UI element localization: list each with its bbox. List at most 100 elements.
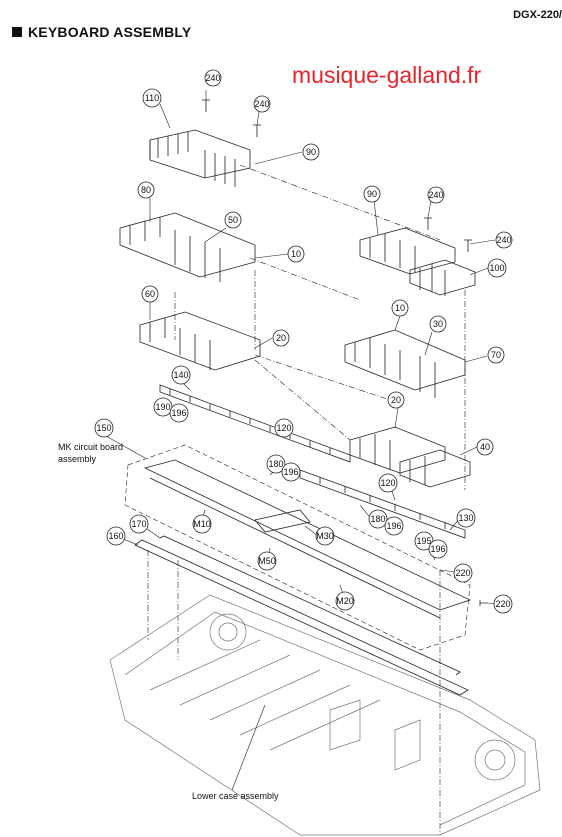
callout-240-c: 240 bbox=[427, 186, 445, 204]
lower-case-assembly-label: Lower case assembly bbox=[192, 791, 279, 801]
callout-m20: M20 bbox=[335, 591, 355, 611]
svg-text:140: 140 bbox=[173, 370, 188, 380]
svg-text:M10: M10 bbox=[193, 519, 211, 529]
mk-circuit-board-label-line2: assembly bbox=[58, 454, 97, 464]
svg-text:130: 130 bbox=[458, 513, 473, 523]
svg-text:100: 100 bbox=[489, 263, 504, 273]
callout-220-b: 220 bbox=[493, 594, 513, 614]
callout-80: 80 bbox=[137, 181, 155, 199]
svg-text:40: 40 bbox=[480, 442, 490, 452]
callout-240-d: 240 bbox=[495, 231, 513, 249]
white-key-group-10 bbox=[344, 329, 466, 398]
svg-text:160: 160 bbox=[108, 531, 123, 541]
white-key-group-20 bbox=[349, 426, 446, 474]
rubber-contact-strip-120b bbox=[299, 469, 466, 539]
lower-case-assembly bbox=[109, 594, 541, 836]
svg-text:10: 10 bbox=[395, 303, 405, 313]
rubber-contact-strip-120a bbox=[159, 384, 351, 463]
svg-text:M20: M20 bbox=[336, 596, 354, 606]
callout-130: 130 bbox=[456, 508, 476, 528]
svg-text:240: 240 bbox=[428, 190, 443, 200]
callout-20-b: 20 bbox=[387, 391, 405, 409]
callout-180-a: 180 bbox=[266, 454, 286, 474]
svg-text:60: 60 bbox=[145, 289, 155, 299]
callout-220-a: 220 bbox=[453, 563, 473, 583]
svg-text:190: 190 bbox=[155, 402, 170, 412]
callout-120-b: 120 bbox=[378, 473, 398, 493]
model-number: DGX-220/ bbox=[513, 9, 562, 21]
svg-text:180: 180 bbox=[268, 459, 283, 469]
svg-text:110: 110 bbox=[145, 93, 159, 103]
svg-text:195: 195 bbox=[416, 536, 431, 546]
svg-text:M50: M50 bbox=[258, 556, 276, 566]
svg-text:180: 180 bbox=[370, 514, 385, 524]
callout-10-b: 10 bbox=[391, 299, 409, 317]
callout-120-a: 120 bbox=[274, 418, 294, 438]
white-key-group-60 bbox=[139, 311, 261, 371]
callout-70: 70 bbox=[487, 346, 505, 364]
svg-text:150: 150 bbox=[96, 423, 111, 433]
callout-140: 140 bbox=[171, 365, 191, 385]
svg-text:10: 10 bbox=[291, 249, 301, 259]
callout-30: 30 bbox=[429, 315, 447, 333]
svg-text:20: 20 bbox=[276, 333, 286, 343]
svg-text:M30: M30 bbox=[316, 531, 334, 541]
leader-lines bbox=[105, 90, 496, 791]
callout-90-b: 90 bbox=[363, 185, 381, 203]
callout-110: 110 bbox=[142, 88, 162, 108]
section-title-text: KEYBOARD ASSEMBLY bbox=[28, 24, 192, 40]
mk-board-dashed-outline bbox=[124, 444, 471, 651]
alignment-lines bbox=[147, 164, 466, 835]
callout-90-a: 90 bbox=[302, 143, 320, 161]
callout-m50: M50 bbox=[257, 551, 277, 571]
svg-text:90: 90 bbox=[367, 189, 377, 199]
callout-10-a: 10 bbox=[287, 245, 305, 263]
callout-60: 60 bbox=[141, 285, 159, 303]
screw-icons bbox=[202, 99, 488, 606]
section-title: KEYBOARD ASSEMBLY bbox=[12, 24, 191, 40]
svg-text:196: 196 bbox=[171, 408, 186, 418]
callout-190-a: 190 bbox=[153, 397, 173, 417]
svg-text:30: 30 bbox=[433, 319, 443, 329]
callout-m30: M30 bbox=[315, 526, 335, 546]
svg-text:220: 220 bbox=[495, 599, 510, 609]
mk-circuit-board bbox=[143, 459, 472, 619]
callout-196-b: 196 bbox=[281, 462, 301, 482]
callout-50: 50 bbox=[224, 211, 242, 229]
svg-text:80: 80 bbox=[141, 185, 151, 195]
watermark-text: musique-galland.fr bbox=[292, 62, 482, 88]
callout-196-a: 196 bbox=[169, 403, 189, 423]
white-key-group-100 bbox=[409, 259, 476, 296]
svg-text:196: 196 bbox=[283, 467, 298, 477]
callout-240-b: 240 bbox=[253, 95, 271, 113]
mk-circuit-board-label-line1: MK circuit board bbox=[58, 442, 123, 452]
svg-text:196: 196 bbox=[430, 544, 445, 554]
callout-240-a: 240 bbox=[204, 69, 222, 87]
svg-text:120: 120 bbox=[276, 423, 291, 433]
callout-160: 160 bbox=[106, 526, 126, 546]
svg-text:196: 196 bbox=[386, 521, 401, 531]
svg-text:220: 220 bbox=[455, 568, 470, 578]
felt-strip-170 bbox=[159, 535, 461, 676]
callout-layer: 240 240 110 90 80 50 10 90 240 240 100 6… bbox=[94, 69, 513, 614]
callout-195: 195 bbox=[414, 531, 434, 551]
svg-text:50: 50 bbox=[228, 215, 238, 225]
white-key-group-110 bbox=[149, 129, 251, 187]
felt-strip-160 bbox=[134, 539, 469, 696]
svg-text:70: 70 bbox=[491, 350, 501, 360]
svg-text:240: 240 bbox=[205, 73, 220, 83]
svg-text:170: 170 bbox=[131, 519, 146, 529]
callout-196-d: 196 bbox=[428, 539, 448, 559]
svg-text:90: 90 bbox=[306, 147, 316, 157]
svg-text:20: 20 bbox=[391, 395, 401, 405]
svg-text:240: 240 bbox=[254, 99, 269, 109]
white-key-group-80 bbox=[119, 212, 256, 282]
callout-40: 40 bbox=[476, 438, 494, 456]
white-key-group-40 bbox=[399, 449, 471, 488]
svg-text:240: 240 bbox=[496, 235, 511, 245]
bullet-square-icon bbox=[12, 27, 22, 37]
callout-180-b: 180 bbox=[368, 509, 388, 529]
white-key-group-90 bbox=[359, 227, 456, 275]
